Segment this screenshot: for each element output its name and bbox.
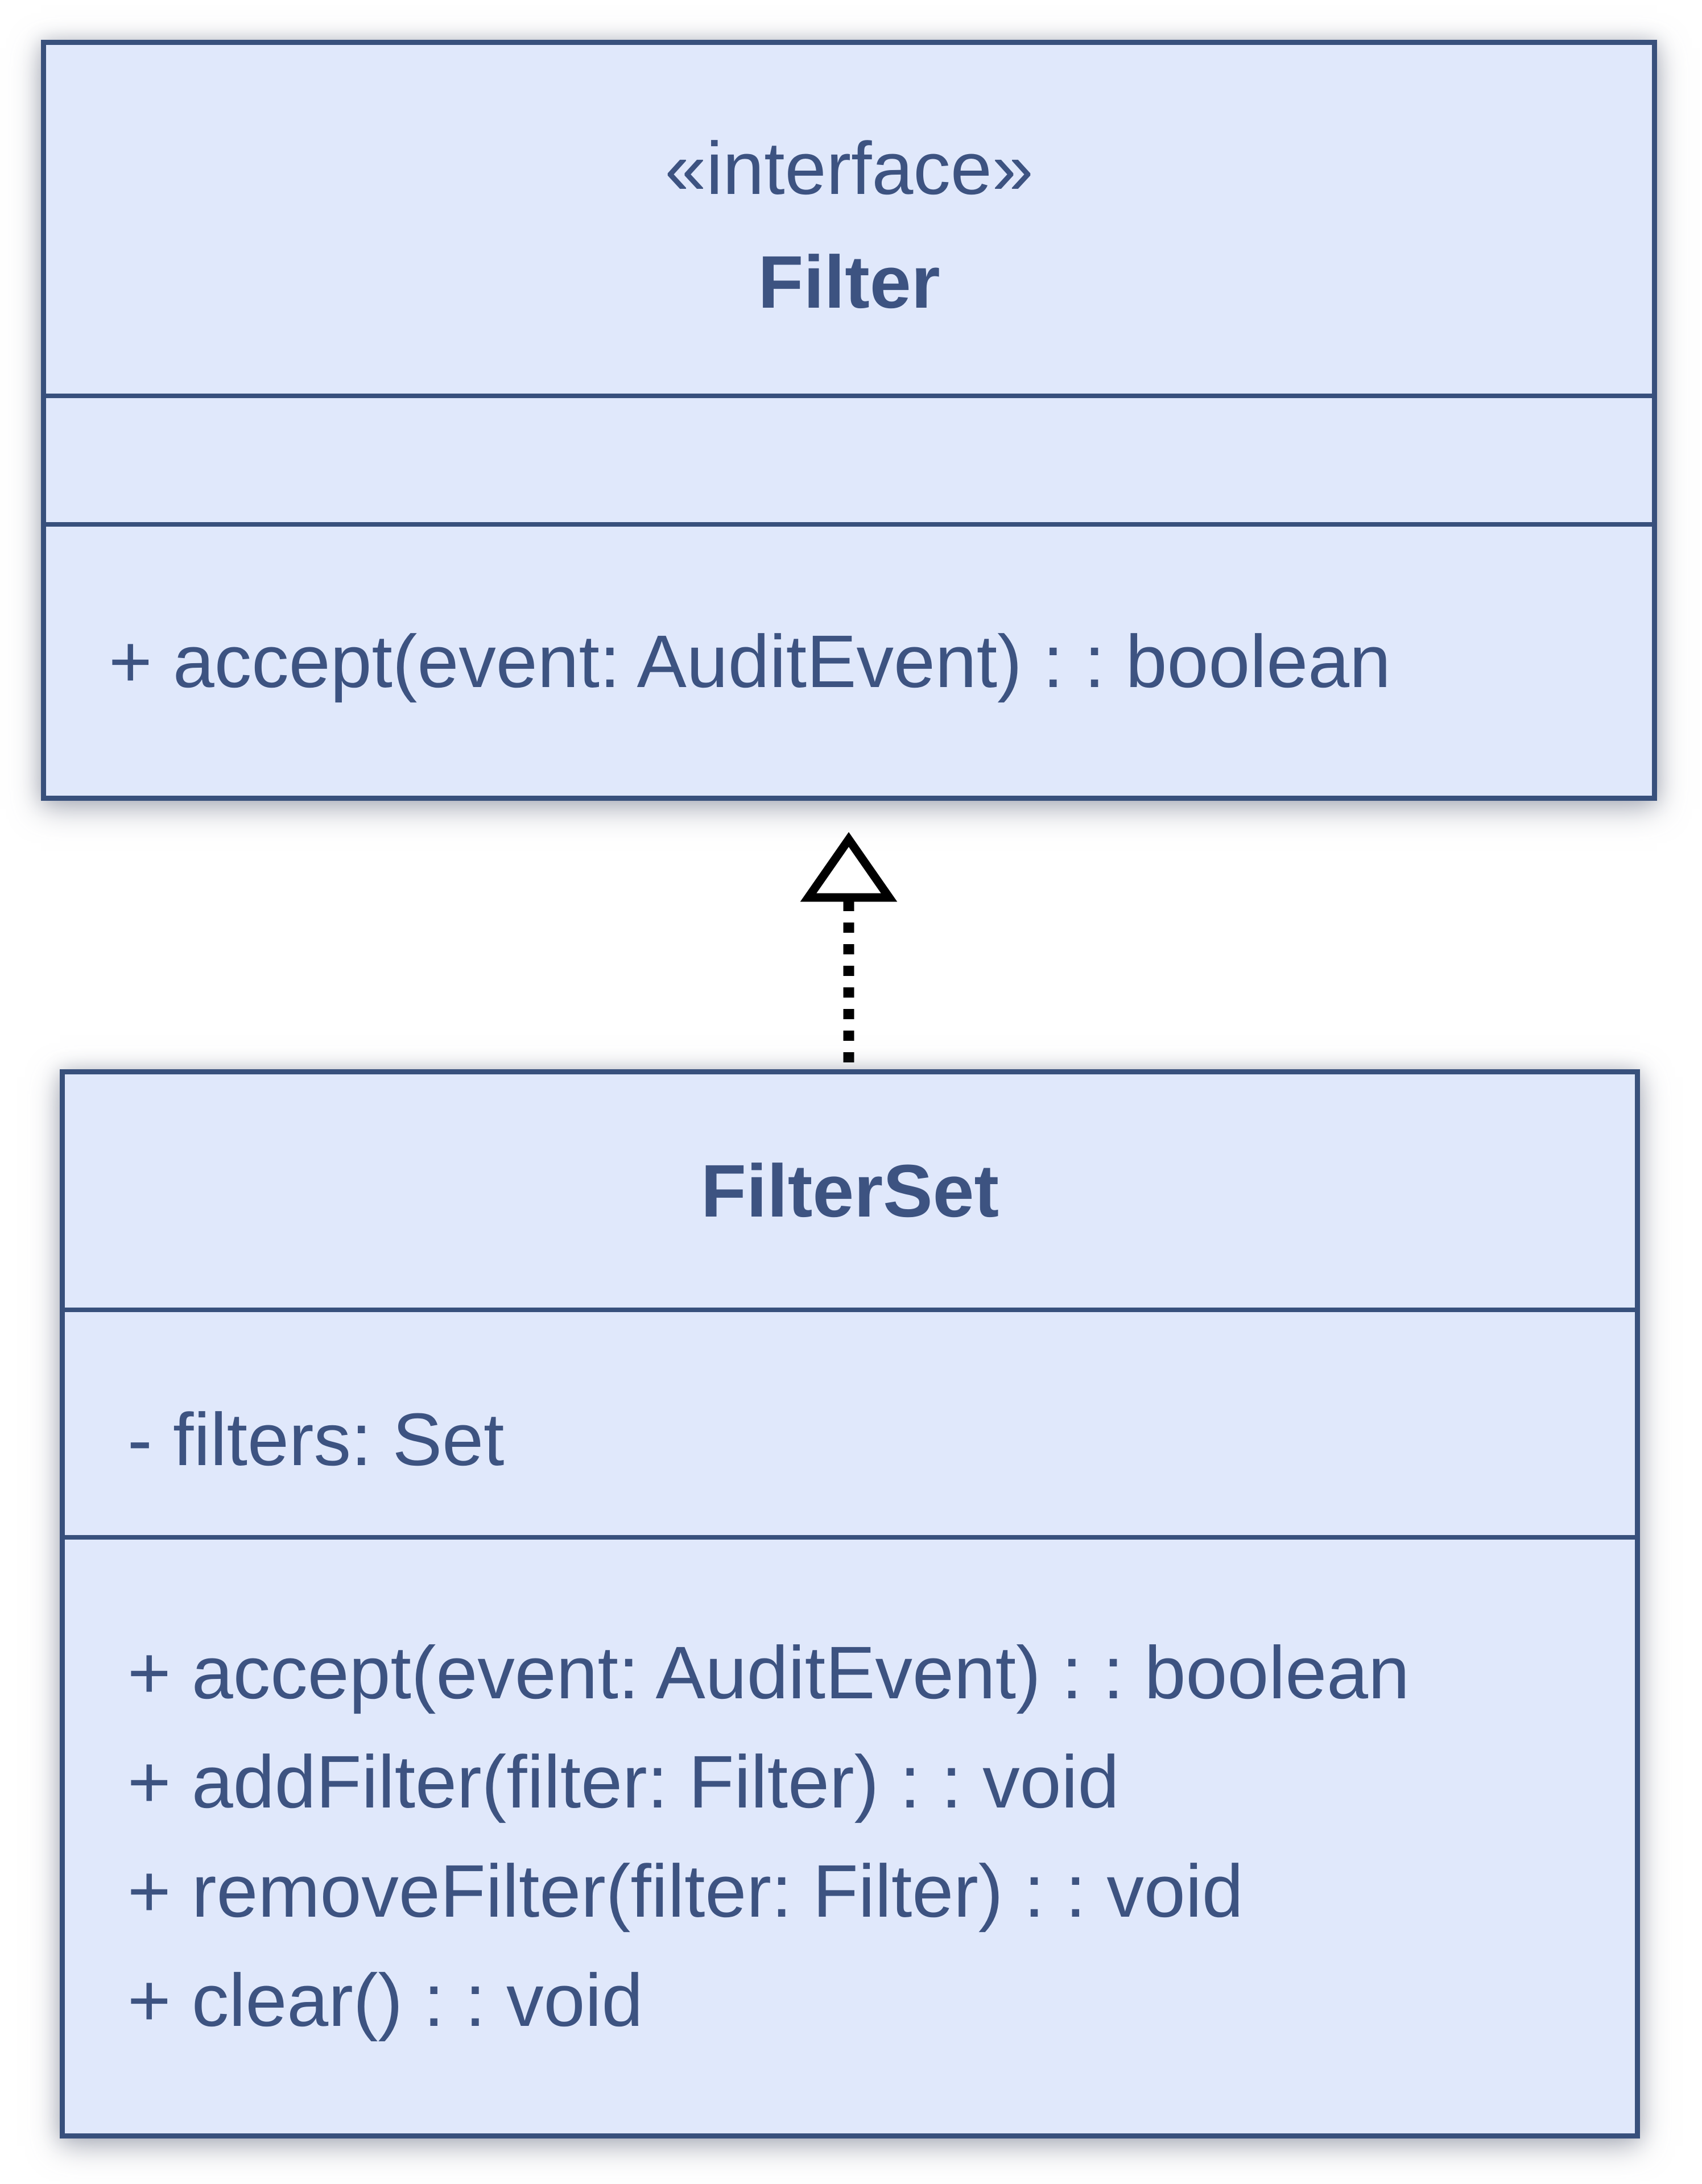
attribute-item: - filters: Set — [127, 1397, 505, 1481]
interface-stereotype: «interface» — [664, 126, 1034, 210]
interface-filter-box: «interface» Filter + accept(event: Audit… — [41, 40, 1657, 801]
class-name-compartment: FilterSet — [65, 1074, 1635, 1312]
method-item: + accept(event: AuditEvent) : : boolean — [109, 619, 1391, 703]
interface-name-compartment: «interface» Filter — [46, 45, 1652, 398]
interface-name: Filter — [758, 239, 940, 324]
method-item: + removeFilter(filter: Filter) : : void — [127, 1849, 1244, 1933]
method-item: + accept(event: AuditEvent) : : boolean — [127, 1631, 1410, 1714]
method-item: + addFilter(filter: Filter) : : void — [127, 1740, 1119, 1823]
hollow-triangle-arrowhead — [800, 832, 898, 902]
class-name: FilterSet — [700, 1149, 999, 1232]
class-methods-compartment: + accept(event: AuditEvent) : : boolean … — [65, 1540, 1635, 2133]
method-item: + clear() : : void — [127, 1958, 643, 2042]
interface-attributes-compartment — [46, 398, 1652, 527]
class-attributes-compartment: - filters: Set — [65, 1312, 1635, 1540]
interface-methods-compartment: + accept(event: AuditEvent) : : boolean — [46, 527, 1652, 796]
class-filterset-box: FilterSet - filters: Set + accept(event:… — [60, 1069, 1640, 2138]
